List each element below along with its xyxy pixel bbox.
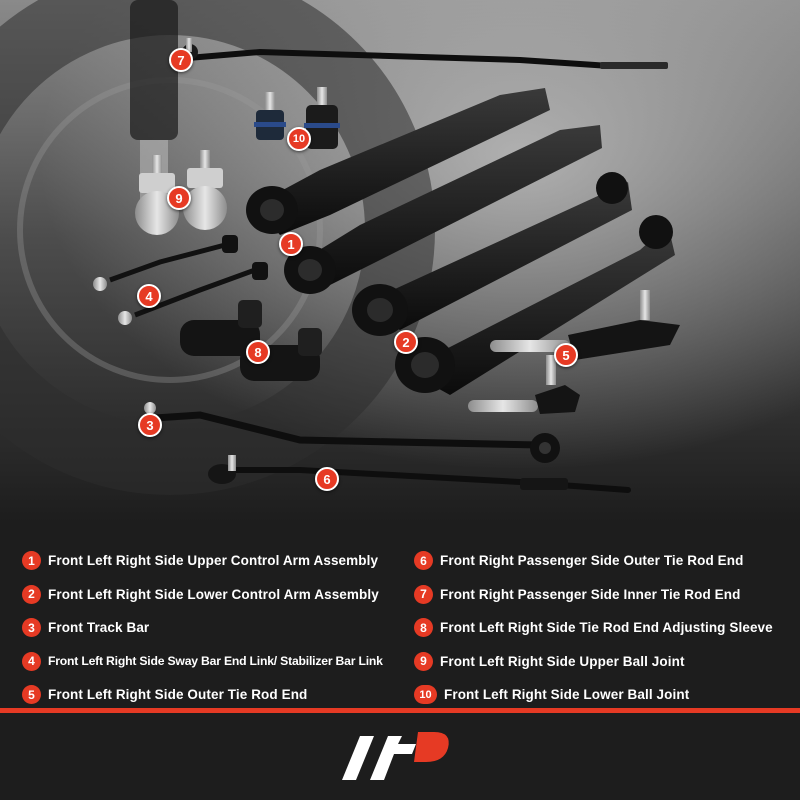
legend-item: 1 Front Left Right Side Upper Control Ar… bbox=[22, 544, 402, 578]
upper-control-arms bbox=[246, 88, 602, 294]
marker-10: 10 bbox=[287, 127, 311, 151]
marker-2: 2 bbox=[394, 330, 418, 354]
legend-item: 8 Front Left Right Side Tie Rod End Adju… bbox=[414, 611, 794, 645]
passenger-tie-rod bbox=[208, 455, 631, 493]
legend-number: 3 bbox=[22, 618, 41, 638]
legend-item: 6 Front Right Passenger Side Outer Tie R… bbox=[414, 544, 794, 578]
legend-item: 7 Front Right Passenger Side Inner Tie R… bbox=[414, 578, 794, 612]
marker-3: 3 bbox=[138, 413, 162, 437]
marker-1: 1 bbox=[279, 232, 303, 256]
legend-label: Front Left Right Side Lower Control Arm … bbox=[48, 586, 379, 602]
legend-label: Front Left Right Side Sway Bar End Link/… bbox=[48, 654, 383, 669]
legend-item: 4 Front Left Right Side Sway Bar End Lin… bbox=[22, 645, 402, 679]
legend-number: 10 bbox=[414, 685, 437, 705]
outer-tie-rod-ends bbox=[468, 290, 680, 414]
legend-label: Front Left Right Side Upper Ball Joint bbox=[440, 653, 685, 669]
legend-item: 3 Front Track Bar bbox=[22, 611, 402, 645]
lower-control-arms bbox=[352, 172, 675, 395]
legend-number: 2 bbox=[22, 584, 41, 604]
accent-divider bbox=[0, 708, 800, 713]
legend-label: Front Left Right Side Outer Tie Rod End bbox=[48, 687, 308, 703]
marker-4: 4 bbox=[137, 284, 161, 308]
legend-number: 5 bbox=[22, 685, 41, 705]
lower-ball-joints bbox=[254, 87, 340, 149]
legend-number: 7 bbox=[414, 584, 433, 604]
legend-item: 5 Front Left Right Side Outer Tie Rod En… bbox=[22, 678, 402, 712]
legend-item: 9 Front Left Right Side Upper Ball Joint bbox=[414, 645, 794, 679]
legend-item: 10 Front Left Right Side Lower Ball Join… bbox=[414, 678, 794, 712]
legend-number: 4 bbox=[22, 651, 41, 671]
legend-column-left: 1 Front Left Right Side Upper Control Ar… bbox=[22, 544, 402, 712]
legend-number: 8 bbox=[414, 618, 433, 638]
legend-number: 1 bbox=[22, 551, 41, 571]
marker-8: 8 bbox=[246, 340, 270, 364]
product-photo: 7 10 9 1 4 8 2 5 3 6 bbox=[0, 0, 800, 522]
legend-label: Front Left Right Side Lower Ball Joint bbox=[444, 687, 690, 703]
legend-number: 6 bbox=[414, 551, 433, 571]
sway-bar-links bbox=[93, 235, 268, 325]
marker-7: 7 bbox=[169, 48, 193, 72]
parts-legend: 1 Front Left Right Side Upper Control Ar… bbox=[0, 530, 800, 706]
legend-label: Front Right Passenger Side Outer Tie Rod… bbox=[440, 553, 744, 569]
legend-number: 9 bbox=[414, 651, 433, 671]
track-bar bbox=[144, 402, 560, 463]
parts-illustration bbox=[0, 0, 800, 522]
adjusting-sleeves bbox=[180, 300, 322, 381]
marker-6: 6 bbox=[315, 467, 339, 491]
legend-column-right: 6 Front Right Passenger Side Outer Tie R… bbox=[414, 544, 794, 712]
legend-label: Front Right Passenger Side Inner Tie Rod… bbox=[440, 586, 741, 602]
legend-label: Front Track Bar bbox=[48, 620, 150, 636]
brand-logo-icon bbox=[342, 732, 449, 780]
legend-label: Front Left Right Side Tie Rod End Adjust… bbox=[440, 620, 773, 636]
marker-9: 9 bbox=[167, 186, 191, 210]
legend-item: 2 Front Left Right Side Lower Control Ar… bbox=[22, 578, 402, 612]
marker-5: 5 bbox=[554, 343, 578, 367]
legend-label: Front Left Right Side Upper Control Arm … bbox=[48, 553, 379, 569]
